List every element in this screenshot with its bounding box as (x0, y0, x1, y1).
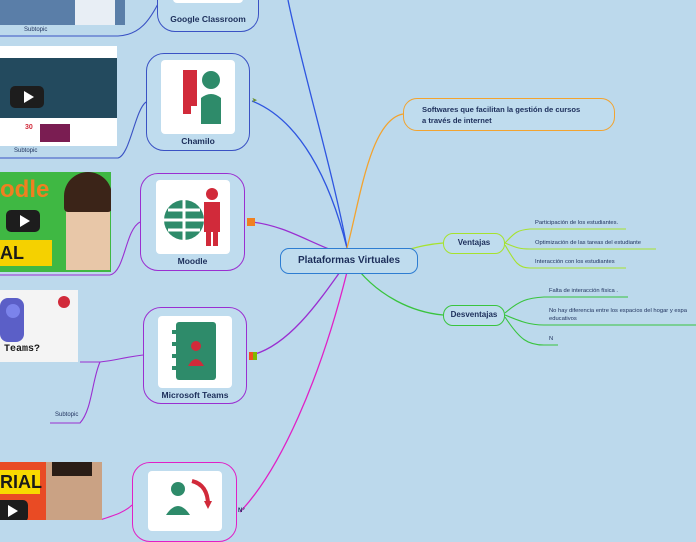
teams-video-thumbnail[interactable]: Teams? (0, 290, 78, 362)
thumb-teams-word: Teams? (4, 344, 41, 355)
chamilo-label: Chamilo (181, 136, 215, 146)
microsoft-teams-icon (158, 316, 232, 388)
ventajas-node[interactable]: Ventajas (443, 233, 505, 254)
topic-line-1: Softwares que facilitan la gestión de cu… (422, 105, 581, 114)
thumbnail-number: 30 (25, 124, 33, 131)
subtopic-label-3[interactable]: Subtopic (55, 412, 79, 418)
ventajas-item-2[interactable]: Optimización de las tareas del estudiant… (535, 240, 642, 246)
google-classroom-node[interactable]: Google Classroom (157, 0, 259, 32)
google-classroom-icon (173, 0, 243, 3)
desventajas-item-2-cont: educativos (549, 316, 577, 322)
play-icon[interactable] (0, 500, 28, 520)
play-icon[interactable] (6, 210, 40, 232)
subtopic-label-2[interactable]: Subtopic (14, 148, 38, 154)
chamilo-video-thumbnail[interactable]: 30 (0, 46, 117, 146)
thumb-tutorial-word: RIAL (0, 470, 42, 494)
desventajas-node[interactable]: Desventajas (443, 305, 505, 326)
tutorial-video-thumbnail[interactable]: RIAL (0, 462, 102, 520)
arrow-marker-icon: ➤ (252, 98, 258, 104)
chamilo-icon (161, 60, 235, 134)
classroom-video-thumbnail[interactable] (0, 0, 125, 25)
moodle-marker-icon (247, 218, 255, 226)
microsoft-teams-node[interactable]: Microsoft Teams (143, 307, 247, 404)
moodle-label: Moodle (177, 256, 208, 266)
connector-lines (0, 0, 696, 520)
moodle-node[interactable]: Moodle (140, 173, 245, 271)
desventajas-item-1[interactable]: Falta de interacción física . (549, 288, 618, 294)
thumb-moodle-bottom: AL (0, 240, 52, 266)
bottom-platform-node[interactable] (132, 462, 237, 542)
sync-users-icon (147, 471, 222, 531)
thumb-moodle-word: odle (0, 176, 50, 203)
desventajas-item-2[interactable]: No hay diferencia entre los espacios del… (549, 308, 687, 314)
microsoft-teams-label: Microsoft Teams (161, 390, 229, 400)
ventajas-item-3[interactable]: Interacción con los estudiantes (535, 259, 615, 265)
google-classroom-label: Google Classroom (170, 14, 246, 24)
chamilo-node[interactable]: Chamilo (146, 53, 250, 151)
central-topic[interactable]: Plataformas Virtuales (280, 248, 418, 274)
ventajas-item-1[interactable]: Participación de los estudiantes. (535, 220, 619, 226)
topic-line-2: a través de internet (422, 116, 492, 125)
subtopic-label-1[interactable]: Subtopic (24, 27, 48, 33)
number-marker-icon: N° (238, 508, 245, 514)
desventajas-item-3[interactable]: N (549, 336, 554, 342)
play-icon[interactable] (10, 86, 44, 108)
moodle-icon (155, 180, 230, 254)
windows-marker-icon (249, 352, 257, 360)
topic-description-node[interactable]: Softwares que facilitan la gestión de cu… (403, 98, 615, 131)
moodle-video-thumbnail[interactable]: odle AL (0, 172, 111, 272)
